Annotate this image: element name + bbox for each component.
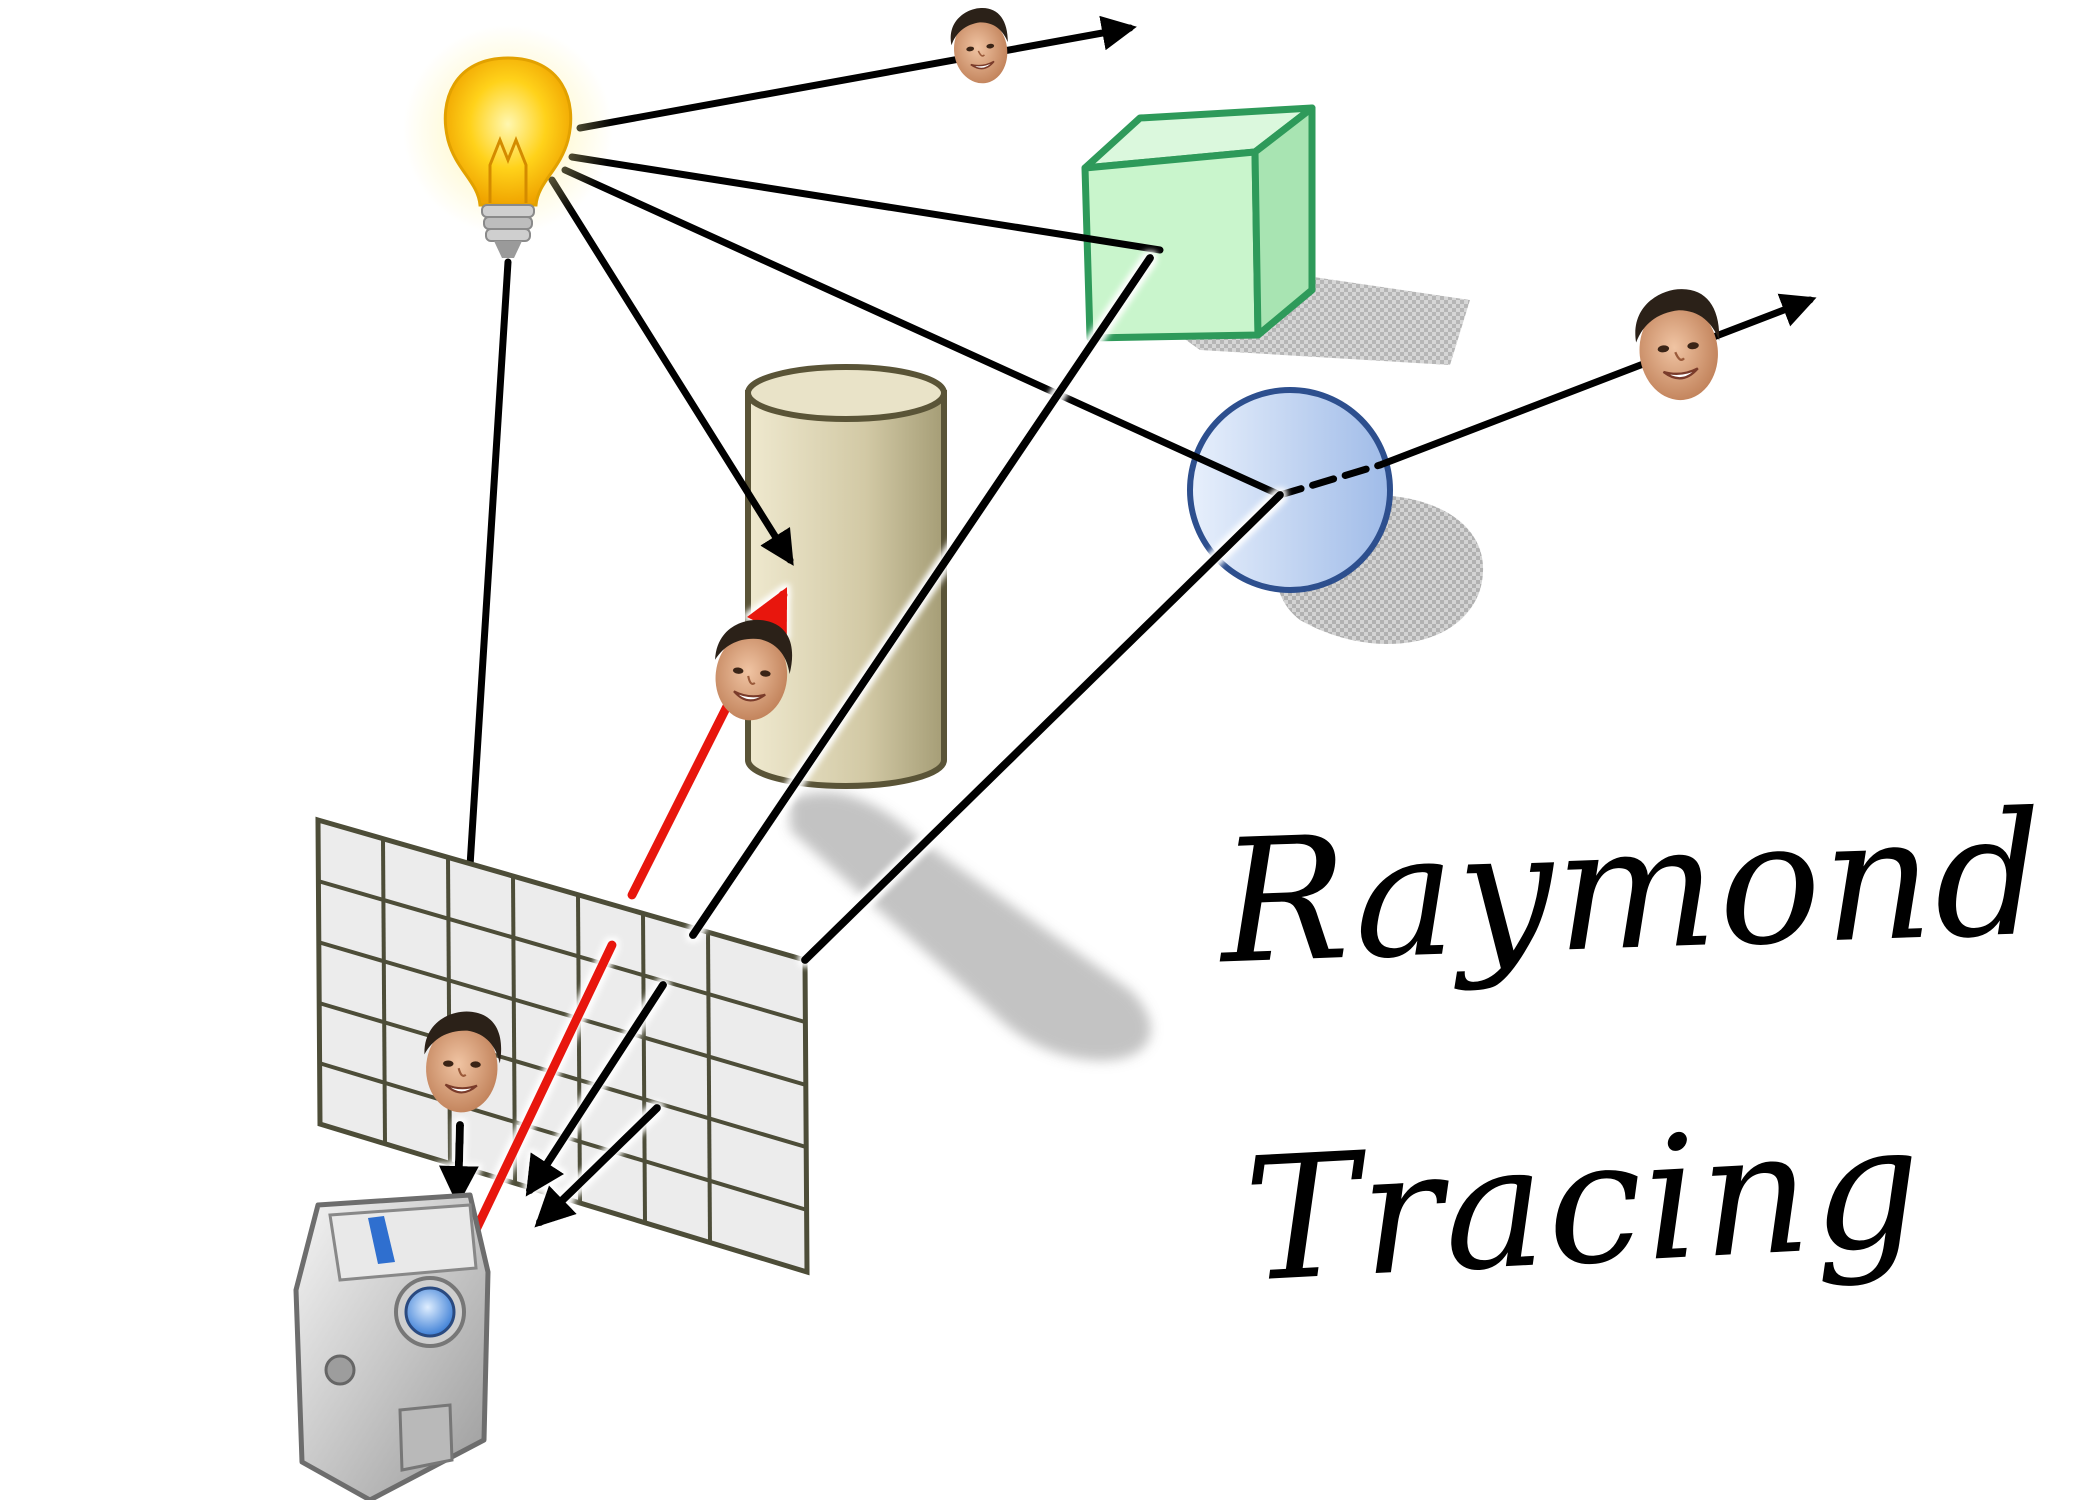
ray-bulb-to-cube [568,153,1164,254]
face-icon [1629,284,1728,406]
ray-bulb-to-cylinder [548,176,794,566]
ray-bulb-to-sphere [561,166,1284,499]
ray-grid-to-camera-b [534,1104,661,1228]
light-bulb-icon [403,25,613,258]
ray-face-to-camera [438,1121,479,1206]
camera-icon [293,1192,491,1500]
title-line-1: Raymond [1216,775,2049,1003]
ray-sphere-exit [1276,461,1384,499]
ray-grid-to-camera-a [525,981,667,1197]
cylinder-object [745,364,947,789]
light-rays [466,15,1817,870]
ray-bulb-to-top-face [576,15,1137,132]
face-icon [946,3,1015,88]
title-line-2: Tracing [1240,1087,1928,1321]
ray-cube-to-grid [689,254,1154,939]
cylinder-shadow [790,792,1151,1061]
ray-sphere-to-face [1376,293,1817,469]
ray-sphere-to-grid [801,491,1284,964]
ray-bulb-down [466,258,512,870]
